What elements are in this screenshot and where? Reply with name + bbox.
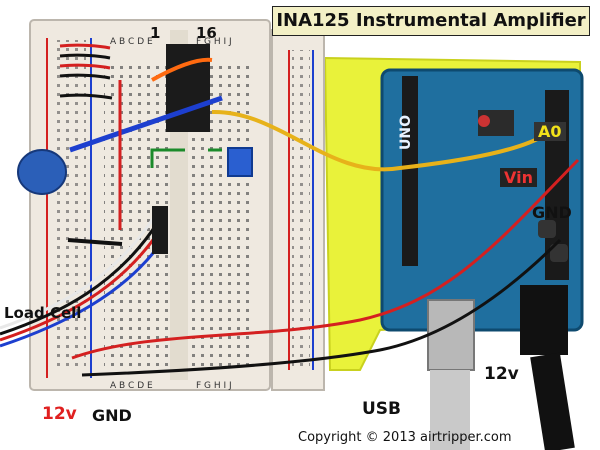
a0-label: A0 xyxy=(534,122,566,141)
wire-black-short-1 xyxy=(59,53,111,60)
pin-1-label: 1 xyxy=(150,24,161,42)
breadboard-left-rail-blue xyxy=(90,38,92,378)
power-cable xyxy=(530,352,575,450)
power-jack xyxy=(520,285,568,355)
gnd-arduino-label: GND xyxy=(532,203,572,222)
reset-button xyxy=(478,115,490,127)
ina125-chip xyxy=(166,44,210,132)
load-cell-label: Load Cell xyxy=(4,304,82,322)
arduino-header-top xyxy=(402,76,418,266)
breadboard-letters-top2: F G H I J xyxy=(196,37,232,47)
breadboard-letters-bottom2: F G H I J xyxy=(196,381,232,391)
capacitor-left xyxy=(17,149,67,195)
usb-label: USB xyxy=(362,399,402,419)
breadboard-letters-top: A B C D E xyxy=(110,37,153,47)
loadcell-wire-red xyxy=(0,229,162,342)
wire-black-gnd xyxy=(81,238,562,377)
pin-16-label: 16 xyxy=(196,24,217,42)
breadboard-letters-bottom: A B C D E xyxy=(110,381,153,391)
breadboard-right-rail-blue xyxy=(312,50,314,370)
12v-right-label: 12v xyxy=(484,364,519,384)
wire-black-short xyxy=(67,238,123,246)
potentiometer xyxy=(227,147,253,177)
usb-connector xyxy=(427,299,475,371)
capacitor-arduino-2 xyxy=(550,244,568,262)
loadcell-wire-black xyxy=(0,221,160,336)
loadcell-wire-white xyxy=(0,213,158,330)
wire-black-short-3 xyxy=(59,93,113,100)
wire-red-vin xyxy=(71,158,580,360)
wire-blue-diag xyxy=(69,95,223,153)
holes-rails-right xyxy=(292,50,310,370)
copyright-text: Copyright © 2013 airtripper.com xyxy=(298,430,512,445)
breadboard-right-rail-red xyxy=(288,50,290,370)
vin-label: Vin xyxy=(500,168,537,187)
loadcell-wire-blue xyxy=(0,239,165,348)
wire-red-short-2 xyxy=(59,63,111,70)
wire-green xyxy=(150,148,222,168)
arduino-board-text: UNO xyxy=(398,115,414,150)
12v-left-label: 12v xyxy=(42,404,77,424)
wire-black-short-2 xyxy=(59,73,111,80)
breadboard-left-rail-red xyxy=(46,38,48,378)
wire-orange xyxy=(151,57,213,82)
gnd-left-label: GND xyxy=(92,406,132,425)
loadcell-connector xyxy=(152,206,168,254)
wire-red-short-1 xyxy=(59,43,111,50)
wire-yellow xyxy=(211,109,547,172)
capacitor-arduino xyxy=(538,220,556,238)
page-title: INA125 Instrumental Amplifier xyxy=(272,6,590,36)
